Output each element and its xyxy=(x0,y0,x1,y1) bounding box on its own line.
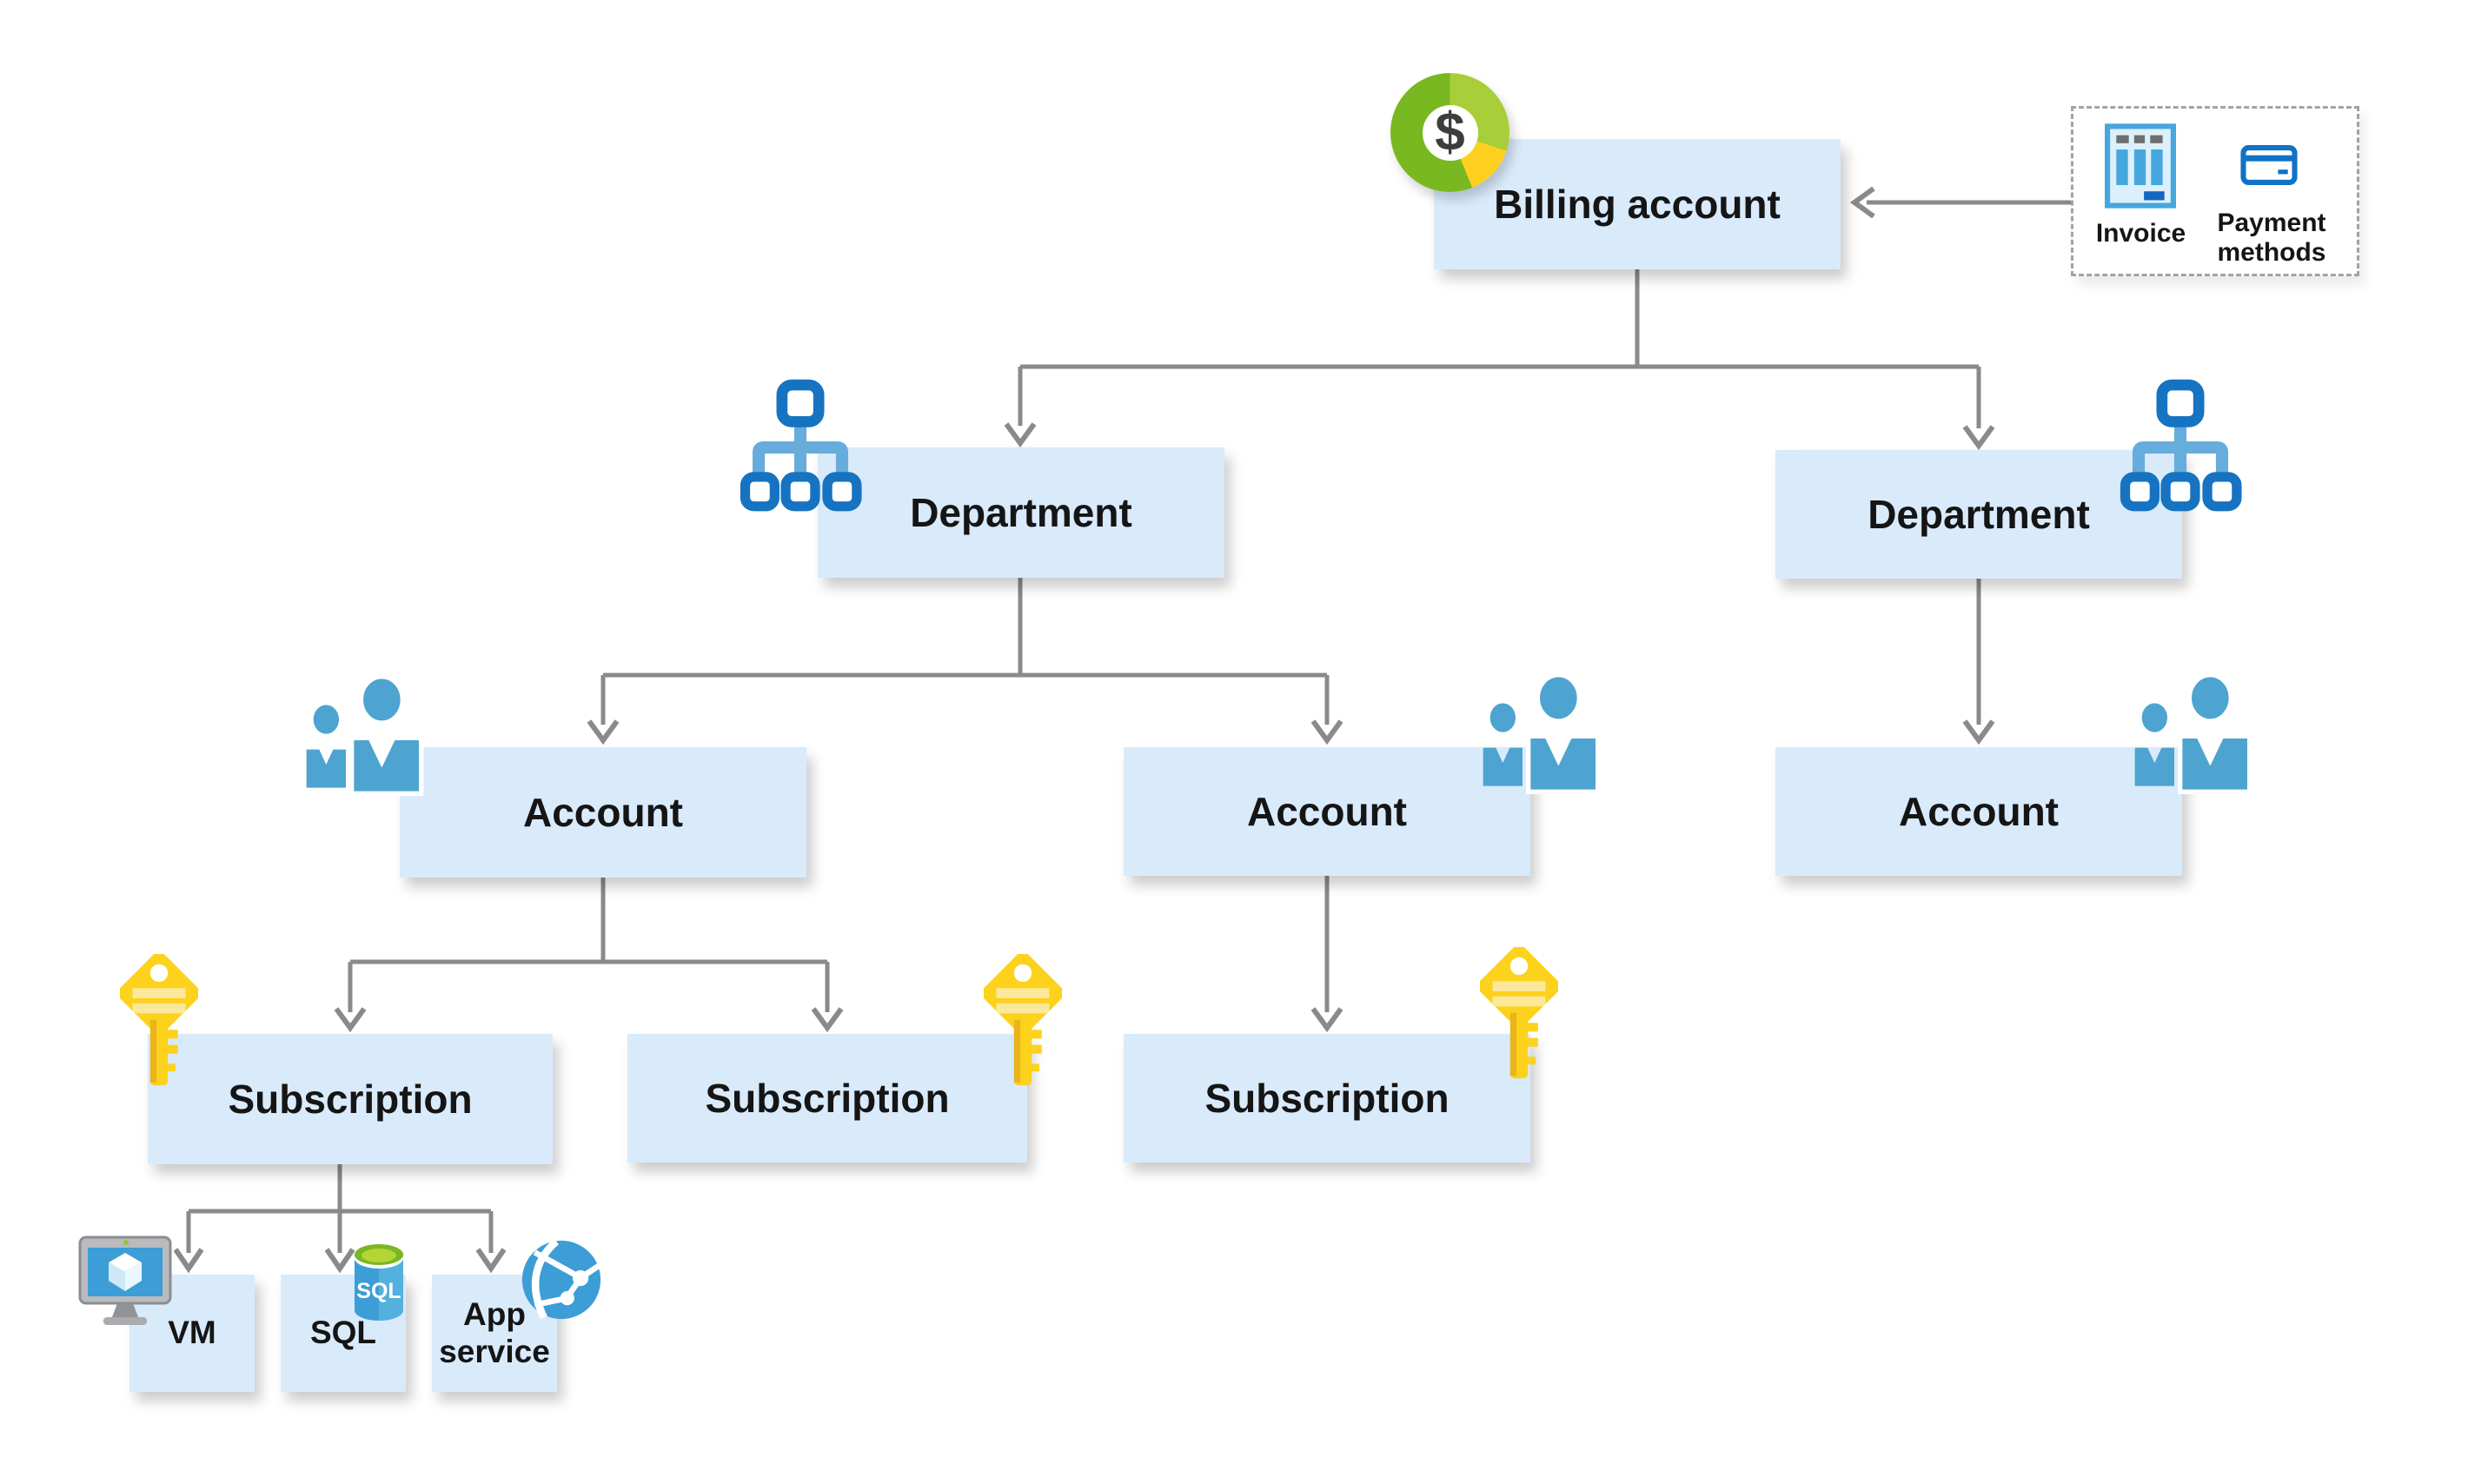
key-icon xyxy=(117,951,201,1095)
node-billing-account: Billing account xyxy=(1434,139,1841,269)
node-account-right-label: Account xyxy=(1899,789,2059,834)
node-subscription-left-label: Subscription xyxy=(228,1077,473,1122)
billing-dollar-donut-icon: $ xyxy=(1390,73,1509,192)
node-department-left-label: Department xyxy=(910,490,1132,535)
payment-methods-label: Payment methods xyxy=(2217,209,2326,267)
node-department-right: Department xyxy=(1775,450,2182,579)
arrowhead-down xyxy=(1004,422,1037,448)
key-icon xyxy=(981,951,1065,1095)
app-service-globe-icon xyxy=(520,1237,603,1327)
node-department-right-label: Department xyxy=(1868,492,2090,537)
arrowhead-down xyxy=(334,1007,367,1033)
node-subscription-middle-left: Subscription xyxy=(627,1034,1027,1163)
arrowhead-down xyxy=(173,1248,204,1274)
org-chart-icon xyxy=(2119,379,2242,520)
node-subscription-middle-label: Subscription xyxy=(1204,1076,1450,1121)
people-icon xyxy=(302,674,431,804)
node-account-middle: Account xyxy=(1124,747,1530,876)
node-vm-label: VM xyxy=(168,1315,216,1351)
node-account-right: Account xyxy=(1775,747,2182,876)
node-account-left-label: Account xyxy=(523,790,683,835)
key-icon xyxy=(1477,944,1561,1088)
node-subscription-middle: Subscription xyxy=(1124,1034,1530,1163)
node-sql-label: SQL xyxy=(309,1315,377,1351)
node-subscription-middle-left-label: Subscription xyxy=(705,1076,950,1121)
arrowhead-down xyxy=(1962,425,1995,451)
node-billing-account-label: Billing account xyxy=(1494,182,1781,227)
people-icon xyxy=(1479,672,1608,802)
vm-monitor-icon xyxy=(78,1236,176,1334)
arrowhead-down xyxy=(1962,719,1995,745)
sql-icon-text: SQL xyxy=(356,1279,401,1303)
people-icon xyxy=(2131,672,2259,802)
arrowhead-left xyxy=(1849,186,1875,219)
node-subscription-left: Subscription xyxy=(148,1034,553,1164)
node-account-middle-label: Account xyxy=(1247,789,1407,834)
arrowhead-down xyxy=(475,1248,507,1274)
arrowhead-down xyxy=(587,719,620,745)
arrowhead-down xyxy=(324,1248,355,1274)
arrowhead-down xyxy=(1310,719,1343,745)
node-app-service-label: App service xyxy=(439,1295,550,1369)
sql-database-icon: SQL xyxy=(350,1241,408,1332)
node-account-left: Account xyxy=(400,747,806,878)
invoice-icon xyxy=(2105,123,2176,213)
dollar-sign: $ xyxy=(1435,103,1465,162)
invoice-label: Invoice xyxy=(2095,219,2186,248)
org-chart-icon xyxy=(739,379,862,520)
payment-methods-icon xyxy=(2240,144,2298,190)
arrowhead-down xyxy=(1310,1007,1343,1033)
node-department-left: Department xyxy=(818,447,1224,578)
arrowhead-down xyxy=(811,1007,844,1033)
